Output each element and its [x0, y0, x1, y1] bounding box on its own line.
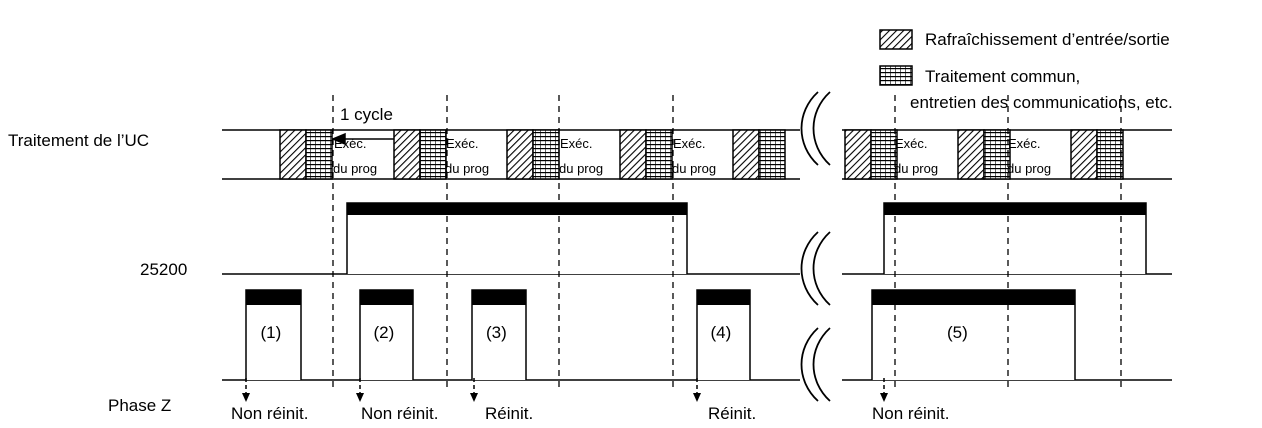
reset-label: Non réinit. — [872, 404, 949, 423]
io-refresh-block — [393, 129, 421, 180]
io-refresh-legend-label: Rafraîchissement d’entrée/sortie — [925, 30, 1170, 49]
common-processing-block — [419, 129, 447, 180]
counter-25200-waveform — [222, 202, 1172, 275]
common-processing-legend-line2: entretien des communications, etc. — [910, 93, 1173, 112]
reset-label: Non réinit. — [361, 404, 438, 423]
reset-arrow-head — [356, 393, 364, 402]
counter-row-label: 25200 — [140, 260, 187, 279]
pulse-number-label: (5) — [947, 323, 968, 342]
common-processing-block — [758, 129, 786, 180]
phase-z-pulses: (1) (2) (3) (4) (5) — [245, 289, 1076, 380]
exec-label: Exéc. — [673, 136, 706, 151]
common-processing-block — [645, 129, 673, 180]
reset-arrow-head — [880, 393, 888, 402]
exec-label: Exéc. — [560, 136, 593, 151]
phase-z-pulse-bar — [472, 290, 526, 305]
io-refresh-legend-swatch — [879, 29, 913, 50]
io-refresh-block — [506, 129, 534, 180]
program-label: du prog — [559, 161, 603, 176]
reset-markers: Non réinit. Non réinit. Réinit. Réinit. Non … — [231, 378, 949, 423]
phase-z-pulse-bar — [872, 290, 1075, 305]
io-refresh-block — [1070, 129, 1098, 180]
phase-z-pulse-bar — [360, 290, 413, 305]
program-label: du prog — [333, 161, 377, 176]
io-refresh-block — [957, 129, 985, 180]
phase-z-pulse-bar — [246, 290, 301, 305]
program-label: du prog — [445, 161, 489, 176]
io-refresh-block — [844, 129, 872, 180]
io-refresh-block — [619, 129, 647, 180]
break-marks — [800, 91, 831, 402]
pulse-number-label: (1) — [261, 323, 282, 342]
common-processing-legend-swatch — [879, 65, 913, 86]
pulse-number-label: (4) — [711, 323, 732, 342]
exec-label: Exéc. — [334, 136, 367, 151]
program-execution-labels: Exéc. du prog Exéc. du prog Exéc. du prog Exéc… — [333, 136, 1051, 176]
cpu-blocks — [279, 129, 1124, 180]
pulse-number-label: (2) — [374, 323, 395, 342]
reset-arrow-head — [470, 393, 478, 402]
exec-label: Exéc. — [1008, 136, 1041, 151]
common-processing-block — [870, 129, 898, 180]
cpu-row-label: Traitement de l’UC — [8, 131, 149, 150]
cycle-label: 1 cycle — [340, 105, 393, 124]
exec-label: Exéc. — [446, 136, 479, 151]
program-label: du prog — [1007, 161, 1051, 176]
cycle-boundary-lines — [332, 95, 1122, 392]
common-processing-legend-line1: Traitement commun, — [925, 67, 1080, 86]
counter-pulse-1-bar — [347, 203, 687, 215]
reset-label: Réinit. — [708, 404, 756, 423]
reset-arrow-head — [242, 393, 250, 402]
common-processing-block — [305, 129, 333, 180]
legend: Rafraîchissement d’entrée/sortie Traitem… — [879, 29, 1173, 112]
io-refresh-block — [279, 129, 307, 180]
common-processing-block — [983, 129, 1011, 180]
io-refresh-block — [732, 129, 760, 180]
reset-label: Non réinit. — [231, 404, 308, 423]
exec-label: Exéc. — [895, 136, 928, 151]
common-processing-block — [1096, 129, 1124, 180]
phase-z-row-label: Phase Z — [108, 396, 171, 415]
pulse-number-label: (3) — [486, 323, 507, 342]
program-label: du prog — [672, 161, 716, 176]
common-processing-block — [532, 129, 560, 180]
program-label: du prog — [894, 161, 938, 176]
reset-label: Réinit. — [485, 404, 533, 423]
counter-pulse-2-bar — [884, 203, 1146, 215]
phase-z-pulse-bar — [697, 290, 750, 305]
reset-arrow-head — [693, 393, 701, 402]
